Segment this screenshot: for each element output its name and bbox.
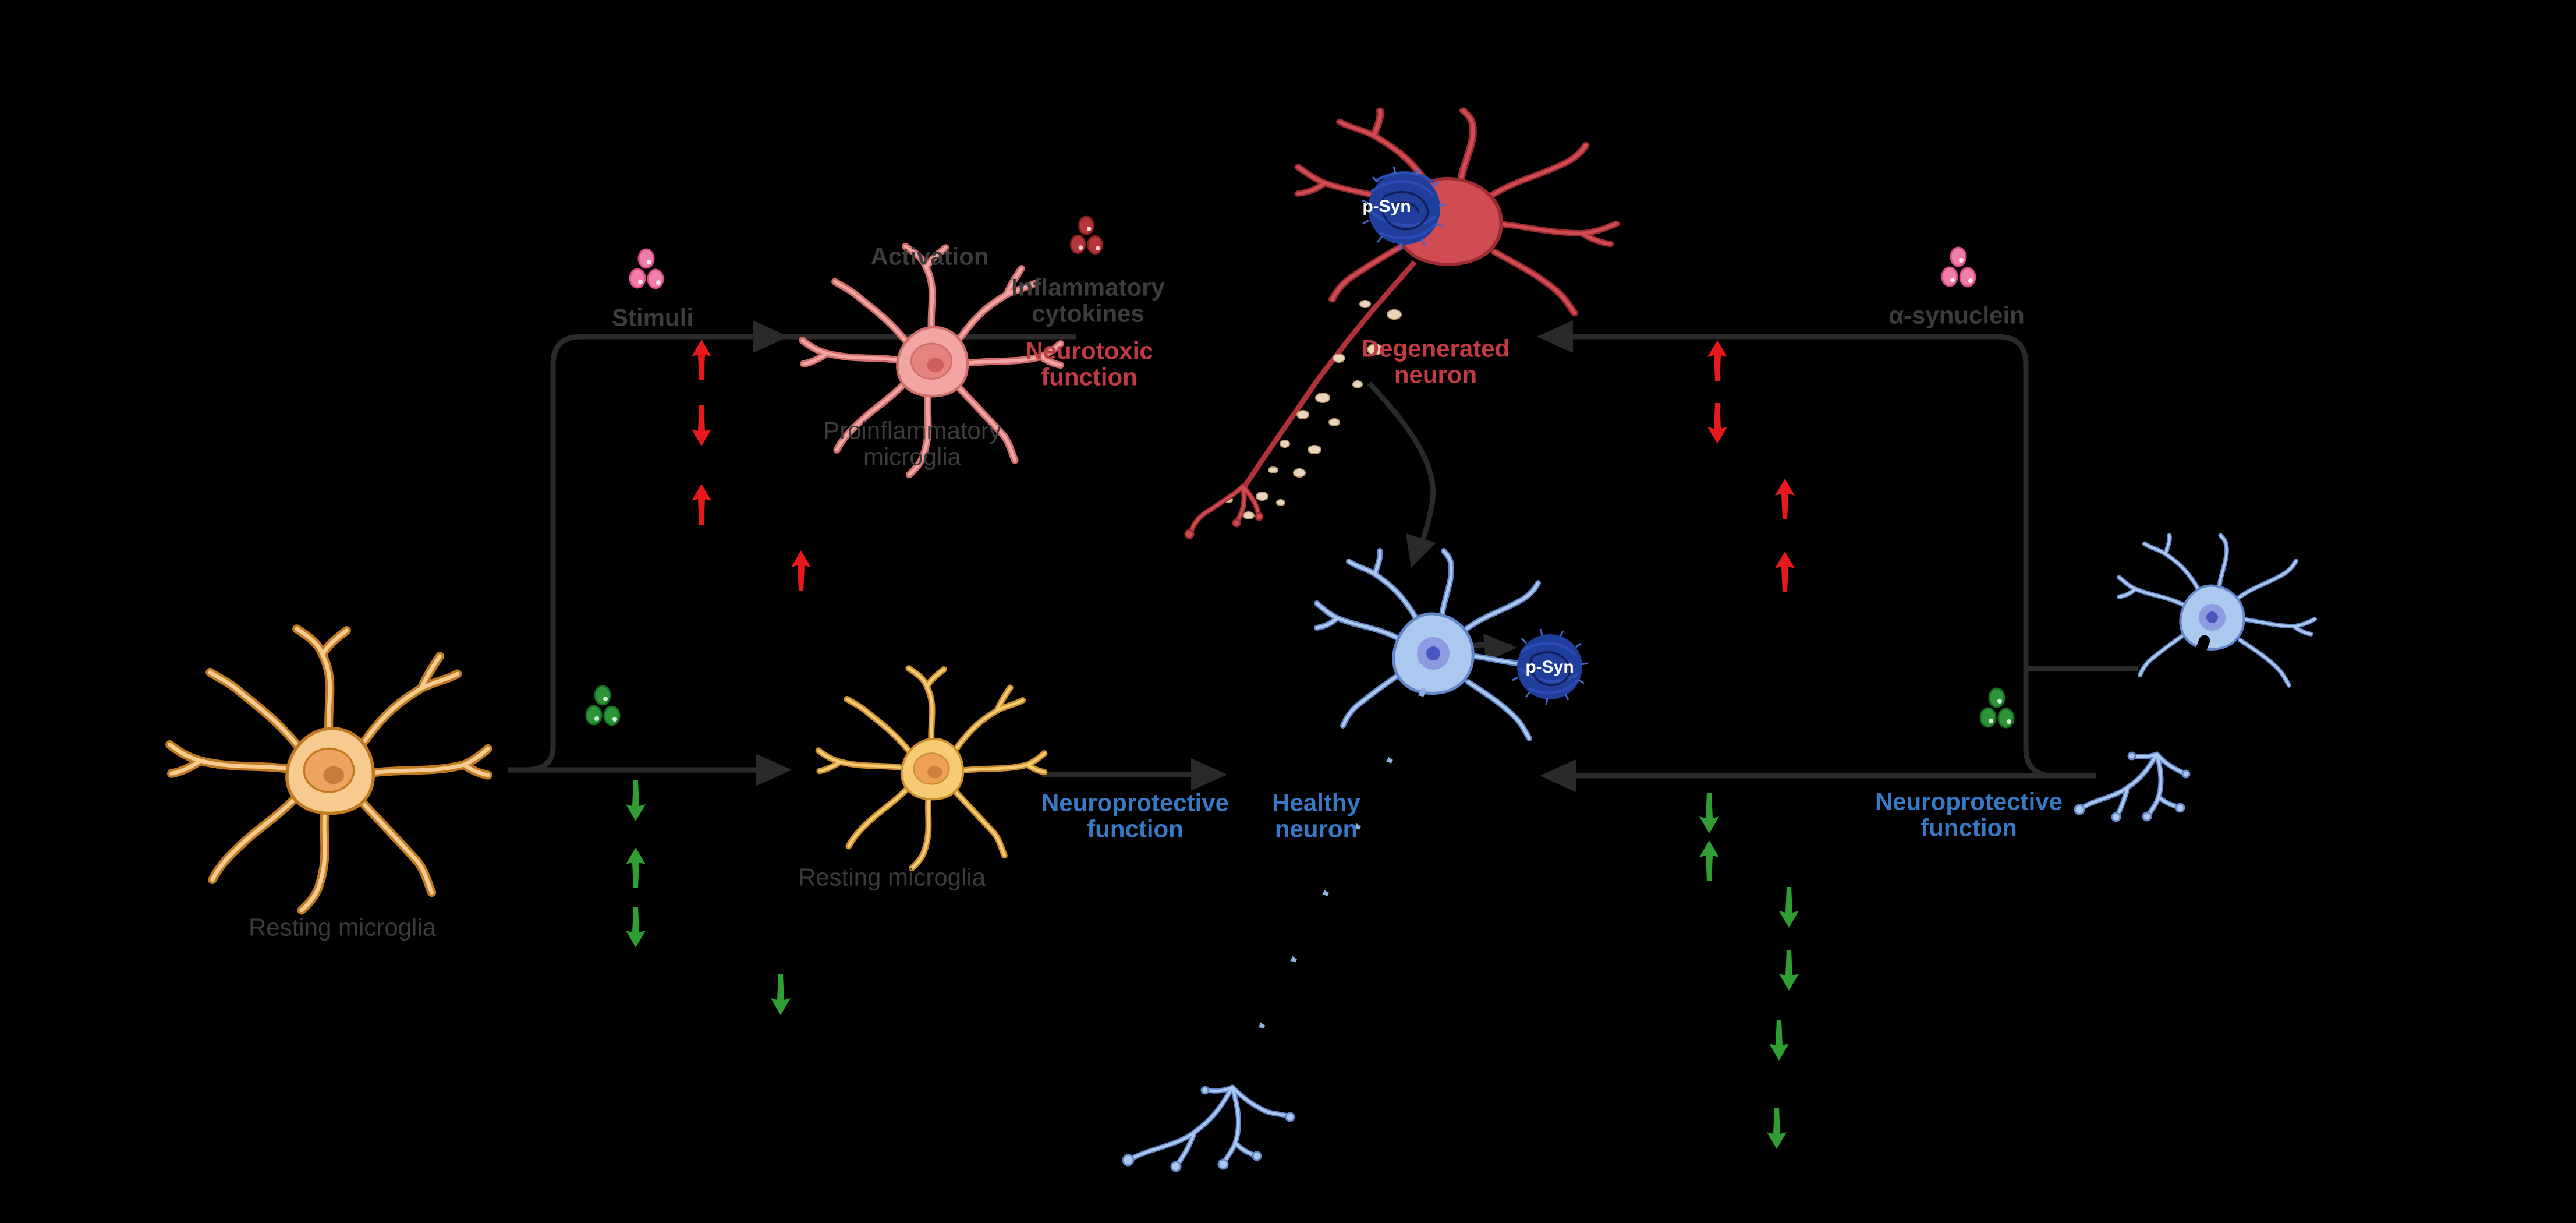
stimulation-wave-left-top [505, 345, 539, 623]
stimuli-dots-icon [630, 249, 663, 288]
p-syn-aggregate-top-icon [1362, 166, 1447, 251]
healthy-neuron-icon [1122, 551, 1561, 1172]
resting-microglia-left-label: Resting microglia [248, 913, 437, 941]
arrowhead-alpha-syn [1537, 320, 1573, 353]
neuroprotective-function-mid-label: Neuroprotective function [1041, 789, 1229, 842]
stimulation-wave-left-bottom [505, 807, 539, 1061]
alpha-synuclein-label: α-synuclein [1888, 301, 2025, 329]
healthy-neuron-right-icon [2074, 535, 2315, 822]
resting-microglia-mid-icon [818, 668, 1044, 868]
degenerated-neuron-label: Degenerated neuron [1361, 334, 1510, 388]
myelin-debris [1224, 300, 1402, 519]
healthy-neuron-label: Healthy neuron [1272, 789, 1360, 842]
regulation-arrows-left-green [626, 780, 791, 1015]
degenerated-neuron-icon [1184, 111, 1616, 539]
resting-microglia-left-icon [170, 629, 488, 910]
p-syn-label-top: p-Syn [1362, 197, 1411, 217]
protective-dots-right-icon [1980, 688, 2014, 727]
stimuli-label: Stimuli [611, 303, 694, 331]
arrowhead-neuroprotective-mid [1191, 758, 1227, 791]
proinflammatory-microglia-label: Proinflammatory microglia [823, 416, 1001, 470]
stimulation-wave-mid-top [1497, 358, 1537, 604]
arrowhead-psyn-transfer [1483, 634, 1517, 662]
inflammatory-cytokines-label: Inflammatory cytokines [1011, 273, 1165, 327]
proinflammatory-microglia-icon [802, 246, 1061, 475]
arrowhead-degeneration-spread [1406, 533, 1436, 568]
upregulation-arrows-right-red [1707, 340, 1795, 592]
p-syn-aggregate-mid-icon [1511, 628, 1588, 705]
arrowhead-to-healthy [1540, 759, 1576, 792]
regulation-arrows-right-green [1699, 793, 1799, 1149]
activation-label: Activation [870, 242, 989, 270]
p-syn-label-mid: p-Syn [1525, 658, 1574, 677]
arrowhead-to-resting-mid [756, 754, 792, 786]
alpha-synuclein-dots-icon [1942, 248, 1975, 287]
protective-dots-left-icon [586, 686, 619, 725]
neurotoxic-function-label: Neurotoxic function [1025, 337, 1153, 390]
pathway-connectors [508, 320, 2138, 792]
resting-microglia-mid-label: Resting microglia [798, 863, 986, 891]
neuroprotective-function-right-label: Neuroprotective function [1875, 787, 2063, 841]
inflammatory-cytokines-dots-icon [1071, 217, 1103, 254]
